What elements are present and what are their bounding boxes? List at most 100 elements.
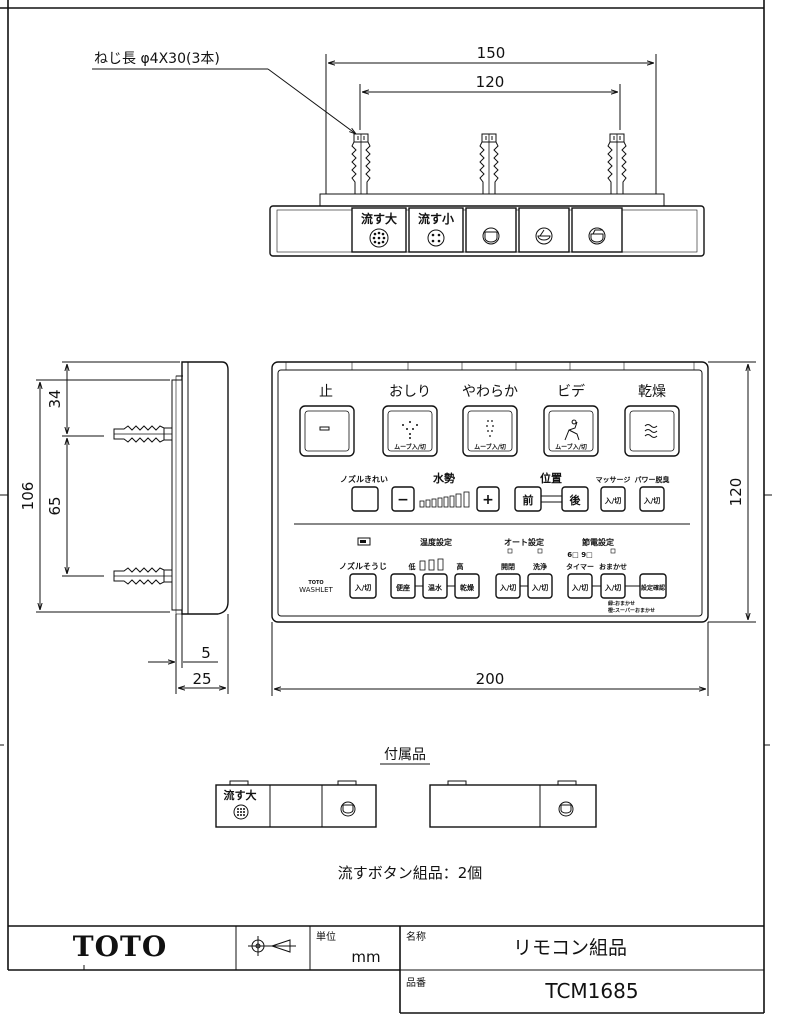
dim-25: 25 (192, 670, 211, 688)
svg-text:6□ 9□: 6□ 9□ (567, 551, 592, 559)
svg-text:+: + (482, 492, 494, 508)
dim-34: 34 (46, 389, 64, 408)
svg-text:WASHLET: WASHLET (299, 586, 333, 594)
svg-text:緑:おまかせ: 緑:おまかせ (608, 600, 635, 607)
title-block: TOTO 単位 mm 名称 リモコン組品 品番 TCM1685 (8, 925, 764, 1014)
label-eco-setting: 節電設定 (582, 537, 614, 547)
svg-text:前: 前 (523, 493, 534, 507)
svg-text:高: 高 (457, 562, 464, 571)
drawing-frame (0, 0, 772, 1013)
label-temp-setting: 温度設定 (420, 537, 452, 547)
top-button-lid-close (571, 207, 623, 253)
svg-text:設定確認: 設定確認 (641, 584, 665, 592)
svg-text:便座: 便座 (396, 583, 410, 592)
power-deodorize-button (639, 486, 665, 512)
label-water-pressure: 水勢 (433, 471, 455, 485)
svg-text:乾燥: 乾燥 (460, 583, 475, 592)
auto-wash-button (527, 573, 553, 599)
svg-text:入/切: 入/切 (531, 583, 549, 592)
spray-icon (402, 421, 418, 439)
svg-text:入/切: 入/切 (571, 583, 589, 592)
flush-large-icon-accessory (237, 808, 245, 816)
svg-text:おまかせ: おまかせ (599, 562, 627, 571)
top-button-lid-open (518, 207, 570, 253)
top-button-flush-large: 流す大 (351, 207, 407, 253)
label-massage: マッサージ (596, 476, 631, 484)
pressure-minus-button (391, 486, 415, 512)
dim-150: 150 (477, 44, 506, 62)
svg-text:ムーブ入/切: ムーブ入/切 (394, 443, 426, 451)
label-nozzle-clean2: ノズルそうじ (339, 561, 387, 571)
dim-120-top: 120 (476, 73, 505, 91)
label-power-deodorize: パワー脱臭 (635, 475, 670, 484)
label-position: 位置 (540, 471, 562, 485)
bidet-button: ムーブ入/切 (543, 405, 599, 457)
dim-200: 200 (476, 670, 505, 688)
accessories-note: 流すボタン組品：2個 (338, 864, 483, 882)
toto-logo: TOTO (73, 930, 167, 963)
bidet-icon (564, 419, 580, 441)
svg-text:洗浄: 洗浄 (533, 562, 547, 571)
dim-120-right: 120 (727, 478, 745, 507)
svg-text:流す大: 流す大 (361, 211, 397, 226)
accessory-flush-large-label: 流す大 (224, 788, 257, 802)
label-stop: 止 (319, 384, 333, 400)
label-bidet: ビデ (557, 383, 585, 400)
oshiri-button: ムーブ入/切 (382, 405, 438, 457)
setting-confirm-button (639, 573, 667, 599)
top-button-seat (465, 207, 517, 253)
svg-text:温水: 温水 (428, 583, 443, 592)
svg-text:ムーブ入/切: ムーブ入/切 (555, 443, 587, 451)
dry-button (624, 405, 680, 457)
svg-text:入/切: 入/切 (643, 496, 661, 505)
unit-value: mm (351, 948, 380, 966)
seat-icon-accessory-2 (560, 804, 572, 814)
nozzle-clean-button (351, 486, 379, 512)
label-yawaraka: やわらか (462, 384, 518, 400)
svg-text:開閉: 開閉 (501, 562, 515, 571)
dry-icon (644, 424, 658, 438)
svg-text:入/切: 入/切 (499, 583, 517, 592)
accessories: 付属品 流す大 流すボタン組品：2個 (215, 747, 597, 882)
front-view: 止 おしり やわらか ビデ 乾燥 ムーブ入/切 (271, 361, 756, 696)
lid-close-icon (590, 229, 604, 243)
side-view: 106 34 65 5 25 (19, 361, 229, 694)
flush-large-icon (372, 231, 386, 245)
svg-text:後: 後 (570, 493, 582, 507)
massage-button (600, 486, 626, 512)
position-front-button (514, 486, 542, 512)
yawaraka-button: ムーブ入/切 (462, 405, 518, 457)
svg-text:橙:スーパーおまかせ: 橙:スーパーおまかせ (608, 607, 655, 614)
soft-spray-icon (486, 420, 494, 437)
stop-icon (319, 426, 330, 431)
label-oshiri: おしり (389, 384, 431, 400)
screw-note: ねじ長 φ4X30(3本) (94, 51, 220, 67)
dry-temp-button (454, 573, 480, 599)
label-auto-setting: オート設定 (504, 537, 544, 547)
unit-label: 単位 (316, 930, 336, 943)
svg-text:入/切: 入/切 (354, 583, 372, 592)
dim-5: 5 (201, 644, 211, 662)
seat-icon-accessory (342, 804, 354, 814)
svg-text:入/切: 入/切 (604, 583, 622, 592)
accessories-title: 付属品 (384, 747, 426, 763)
position-back-button (561, 486, 589, 512)
projection-symbol (248, 936, 296, 956)
seat-icon (484, 231, 498, 243)
svg-text:低: 低 (408, 562, 416, 571)
svg-text:−: − (397, 492, 409, 508)
stop-button (299, 405, 355, 457)
svg-text:タイマー: タイマー (566, 562, 594, 571)
label-nozzle-clean: ノズルきれい (340, 474, 388, 484)
svg-text:流す小: 流す小 (418, 211, 454, 226)
dim-106: 106 (19, 482, 37, 511)
top-view: ねじ長 φ4X30(3本) 150 120 流す大 流す (92, 44, 705, 257)
part-label: 品番 (406, 977, 426, 989)
toto-washlet-logo: TOTO (308, 580, 323, 586)
pressure-plus-button (476, 486, 500, 512)
name-label: 名称 (406, 930, 426, 943)
pressure-level-indicator (419, 491, 470, 508)
svg-text:入/切: 入/切 (604, 496, 622, 505)
temp-level-indicator (419, 558, 444, 571)
